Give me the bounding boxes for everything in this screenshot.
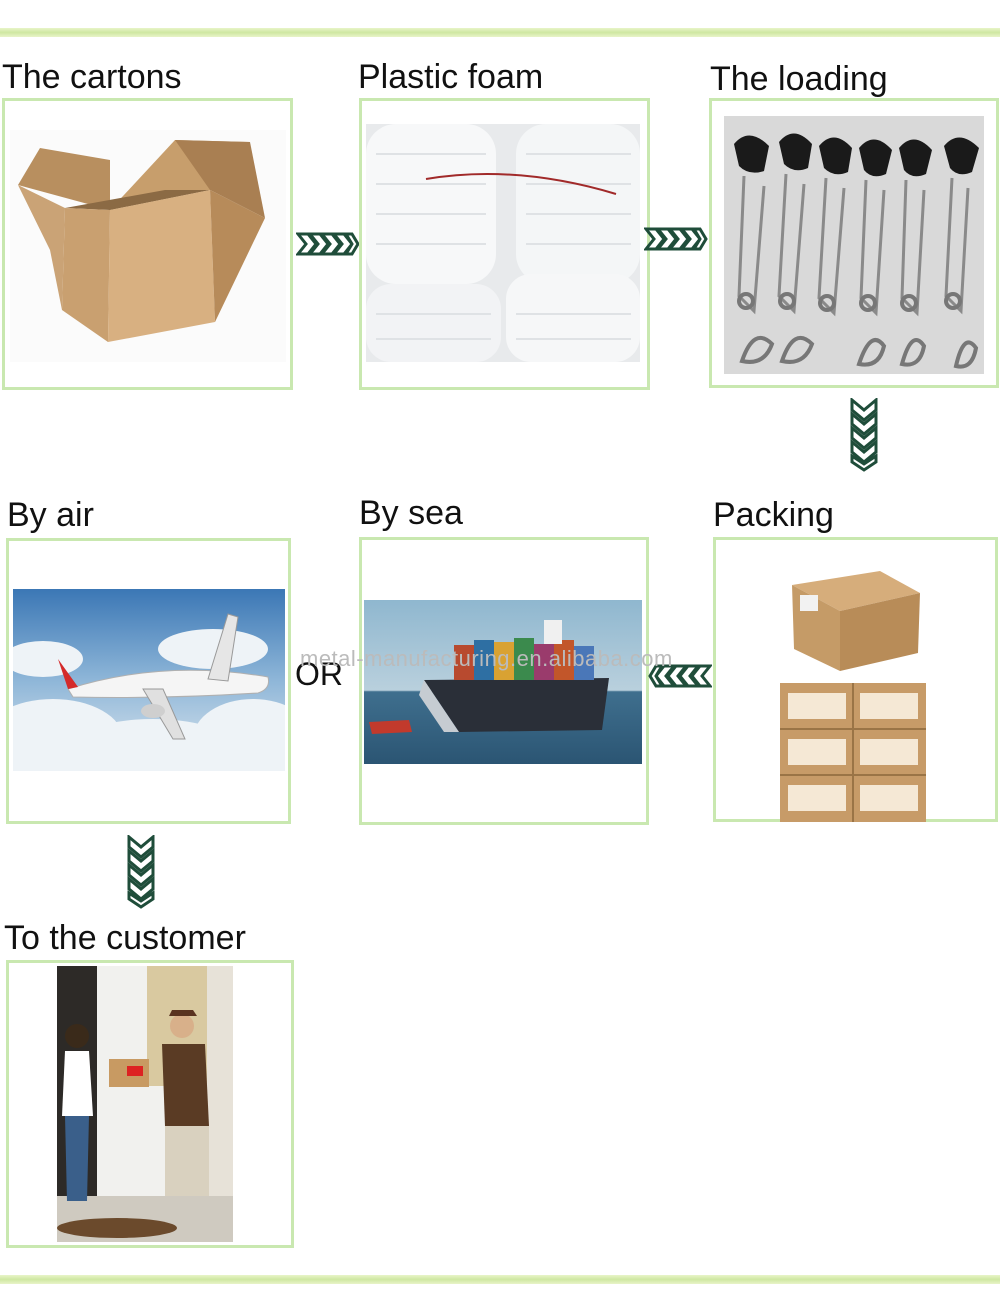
cartons-photo xyxy=(10,130,286,362)
chevron-right-icon xyxy=(296,232,360,256)
step-label-sea: By sea xyxy=(359,494,463,532)
step-label-loading: The loading xyxy=(710,60,888,98)
chevron-down-icon xyxy=(127,835,155,909)
step-label-customer: To the customer xyxy=(4,919,246,957)
packing-photo xyxy=(780,543,926,822)
step-label-cartons: The cartons xyxy=(2,58,182,96)
air-photo xyxy=(13,589,285,771)
chevron-right-icon xyxy=(644,227,708,251)
chevron-down-icon xyxy=(850,398,878,472)
loading-photo xyxy=(724,116,984,374)
top-divider xyxy=(0,28,1000,37)
step-label-air: By air xyxy=(7,496,94,534)
foam-photo xyxy=(366,124,640,362)
step-label-foam: Plastic foam xyxy=(358,58,544,96)
chevron-left-icon xyxy=(648,664,712,688)
customer-photo xyxy=(57,966,233,1242)
watermark-text: metal-manufacturing.en.alibaba.com xyxy=(300,646,673,671)
sea-photo xyxy=(364,600,642,764)
bottom-divider xyxy=(0,1275,1000,1284)
or-label: OR xyxy=(295,656,343,692)
step-label-packing: Packing xyxy=(713,496,834,534)
